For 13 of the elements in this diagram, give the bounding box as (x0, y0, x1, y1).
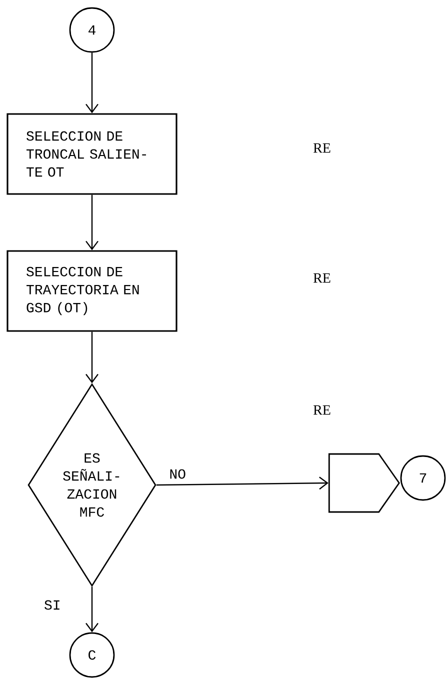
arrow (86, 586, 98, 632)
annotation-text: RE (313, 143, 330, 153)
arrow (86, 52, 98, 114)
process-box: SELECCION DE TRONCAL SALIEN- TE OT (6, 113, 178, 195)
edge-label: SI (43, 599, 62, 611)
off-page-connector (328, 453, 400, 513)
edge-label: NO (168, 468, 187, 480)
annotation-text: RE (313, 273, 330, 283)
process-box: SELECCION DE TRAYECTORIA EN GSD (OT) (6, 250, 178, 332)
arrow (156, 476, 328, 490)
arrow (86, 194, 98, 250)
annotation-text: RE (313, 405, 330, 415)
arrow (86, 332, 98, 384)
